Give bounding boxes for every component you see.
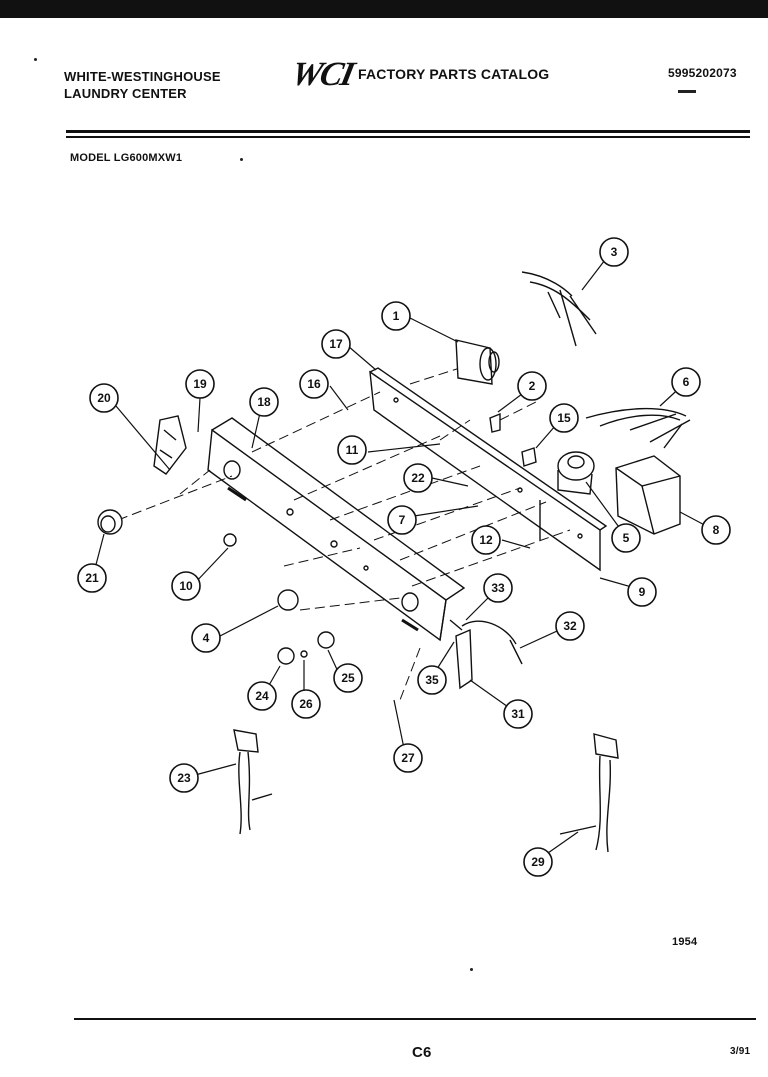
part-harness-3 <box>521 271 597 347</box>
callout-25: 25 <box>341 671 355 685</box>
callout-17: 17 <box>329 337 343 351</box>
callout-20: 20 <box>97 391 111 405</box>
control-panel-front <box>207 417 466 642</box>
scan-speck <box>240 158 243 161</box>
part-timer <box>557 451 595 495</box>
callout-circle-26 <box>291 689 321 719</box>
catalog-part-number: 5995202073 <box>668 66 737 80</box>
scan-speck <box>470 968 473 971</box>
callout-circle-9 <box>627 577 657 607</box>
callout-10: 10 <box>179 579 193 593</box>
header-rule-thick <box>66 130 750 133</box>
callout-3: 3 <box>611 245 618 259</box>
connector-lines <box>117 365 571 701</box>
callout-circle-10 <box>171 571 201 601</box>
revision-date: 3/91 <box>730 1046 751 1057</box>
callout-33: 33 <box>491 581 505 595</box>
callout-2: 2 <box>529 379 536 393</box>
callout-29: 29 <box>531 855 545 869</box>
part-10 <box>223 533 237 547</box>
part-wires-6 <box>585 407 691 449</box>
callout-circle-27 <box>393 743 423 773</box>
part-24 <box>277 647 295 665</box>
callout-18: 18 <box>257 395 271 409</box>
callout-circle-19 <box>185 369 215 399</box>
callout-5: 5 <box>623 531 630 545</box>
callout-9: 9 <box>639 585 646 599</box>
header-rule-thin <box>66 136 750 138</box>
part-switch-assembly <box>449 619 523 690</box>
callout-circle-17 <box>321 329 351 359</box>
part-25 <box>317 631 335 649</box>
top-border-bar <box>0 0 768 18</box>
company-name: WHITE-WESTINGHOUSE LAUNDRY CENTER <box>64 68 221 102</box>
callout-circle-7 <box>387 505 417 535</box>
callout-21: 21 <box>85 571 99 585</box>
company-line-2: LAUNDRY CENTER <box>64 86 187 101</box>
callout-26: 26 <box>299 697 313 711</box>
callout-16: 16 <box>307 377 321 391</box>
callout-circle-29 <box>523 847 553 877</box>
part-number-dash <box>678 90 696 93</box>
callout-circle-24 <box>247 681 277 711</box>
callout-6: 6 <box>683 375 690 389</box>
callout-19: 19 <box>193 377 207 391</box>
page-number: C6 <box>412 1044 432 1061</box>
callout-circle-8 <box>701 515 731 545</box>
figure-number: 1954 <box>672 936 698 948</box>
callout-31: 31 <box>511 707 525 721</box>
callout-8: 8 <box>713 523 720 537</box>
part-2 <box>489 412 501 433</box>
callout-1: 1 <box>393 309 400 323</box>
callout-circle-6 <box>671 367 701 397</box>
callout-circle-4 <box>191 623 221 653</box>
part-4 <box>277 589 299 611</box>
part-switch <box>455 339 500 385</box>
callout-circle-31 <box>503 699 533 729</box>
callout-11: 11 <box>346 443 359 457</box>
part-harness-23 <box>233 729 273 835</box>
callout-circle-18 <box>249 387 279 417</box>
company-line-1: WHITE-WESTINGHOUSE <box>64 69 221 84</box>
callout-27: 27 <box>401 751 415 765</box>
model-label: MODEL LG600MXW1 <box>70 152 183 164</box>
callout-22: 22 <box>411 471 425 485</box>
callout-circle-32 <box>555 611 585 641</box>
callout-circle-22 <box>403 463 433 493</box>
part-bracket-20 <box>153 415 187 475</box>
callout-4: 4 <box>203 631 210 645</box>
catalog-title: FACTORY PARTS CATALOG <box>358 66 550 82</box>
callout-circle-11 <box>337 435 367 465</box>
part-26 <box>300 650 308 658</box>
part-harness-29 <box>559 733 619 853</box>
callout-15: 15 <box>557 411 571 425</box>
callout-circle-23 <box>169 763 199 793</box>
callout-circle-35 <box>417 665 447 695</box>
callout-circle-21 <box>77 563 107 593</box>
scan-speck <box>34 58 37 61</box>
part-15 <box>521 447 537 467</box>
callout-circle-33 <box>483 573 513 603</box>
callout-7: 7 <box>399 513 406 527</box>
callout-circle-12 <box>471 525 501 555</box>
callout-circle-1 <box>381 301 411 331</box>
callout-circle-20 <box>89 383 119 413</box>
footer-rule <box>74 1018 756 1020</box>
callout-24: 24 <box>255 689 269 703</box>
part-knob-21 <box>97 509 123 535</box>
callout-23: 23 <box>177 771 191 785</box>
callout-circle-5 <box>611 523 641 553</box>
callout-circle-16 <box>299 369 329 399</box>
callout-35: 35 <box>425 673 439 687</box>
callout-circle-2 <box>517 371 547 401</box>
callout-circle-15 <box>549 403 579 433</box>
rear-bracket <box>369 367 608 572</box>
callout-12: 12 <box>479 533 493 547</box>
callout-circle-3 <box>599 237 629 267</box>
callout-32: 32 <box>563 619 577 633</box>
callout-circle-25 <box>333 663 363 693</box>
part-module-box <box>615 455 681 535</box>
